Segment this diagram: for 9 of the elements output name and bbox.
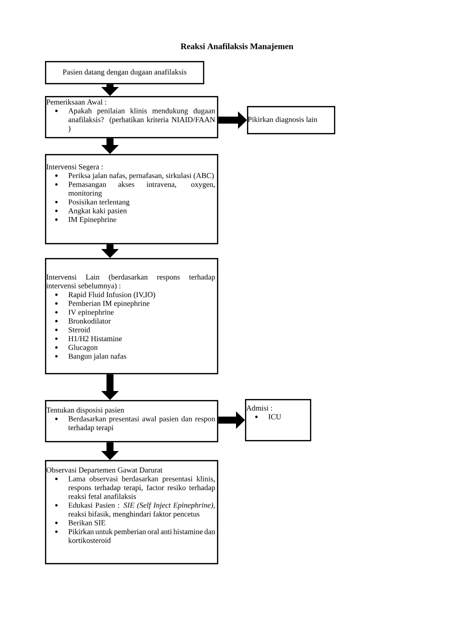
process-box [245,399,312,442]
process-box [247,106,336,134]
process-box [45,96,218,138]
title: Reaksi Anafilaksis Manajemen [180,43,294,51]
process-box [45,154,218,244]
process-box [45,460,218,564]
process-box [45,258,218,374]
process-box [45,400,218,442]
process-box [45,61,204,84]
